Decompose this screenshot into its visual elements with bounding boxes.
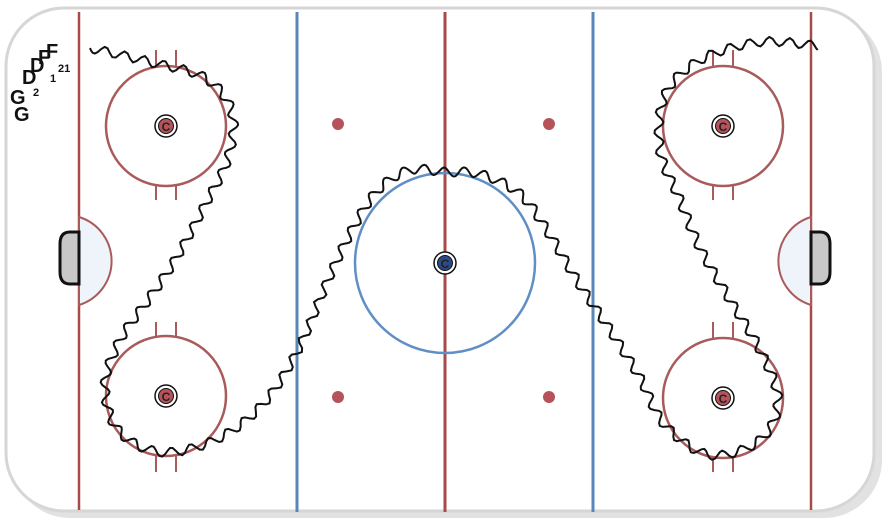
faceoff-label: C <box>162 390 171 404</box>
player-labels: G G 2 D D F F 1 21 <box>10 41 70 126</box>
center-circle <box>353 171 537 355</box>
faceoff-dot-bottom-left: C <box>154 384 178 408</box>
right-net <box>809 230 832 286</box>
neutral-dot-bottom-left <box>332 391 344 403</box>
faceoff-circle-bottom-right <box>661 322 785 472</box>
faceoff-circle-top-left <box>104 50 228 200</box>
player-label-f-1: F <box>38 47 50 69</box>
player-tag-1: 1 <box>50 73 56 85</box>
faceoff-label: C <box>719 120 728 134</box>
player-label-g-back: G <box>14 104 30 126</box>
center-faceoff-dot: C <box>433 251 457 275</box>
faceoff-label: C <box>719 392 728 406</box>
center-faceoff-label: C <box>441 257 450 271</box>
faceoff-dot-bottom-right: C <box>711 386 735 410</box>
player-label-d-1: D <box>22 67 36 89</box>
player-label-g-sub: 2 <box>33 87 39 99</box>
player-label-d-2: D <box>30 55 44 77</box>
player-label-g-mid: G <box>10 87 26 109</box>
left-net <box>58 230 81 286</box>
neutral-dot-bottom-right <box>543 391 555 403</box>
faceoff-circle-top-right <box>661 50 785 200</box>
neutral-dot-top-right <box>543 118 555 130</box>
left-crease <box>78 215 113 307</box>
faceoff-label: C <box>162 120 171 134</box>
skate-path <box>89 35 819 461</box>
faceoff-dot-top-left: C <box>154 114 178 138</box>
player-tag-21: 21 <box>58 63 70 75</box>
neutral-dot-top-left <box>332 118 344 130</box>
player-label-f-2: F <box>46 41 58 63</box>
right-crease <box>777 215 812 307</box>
faceoff-dot-top-right: C <box>711 114 735 138</box>
